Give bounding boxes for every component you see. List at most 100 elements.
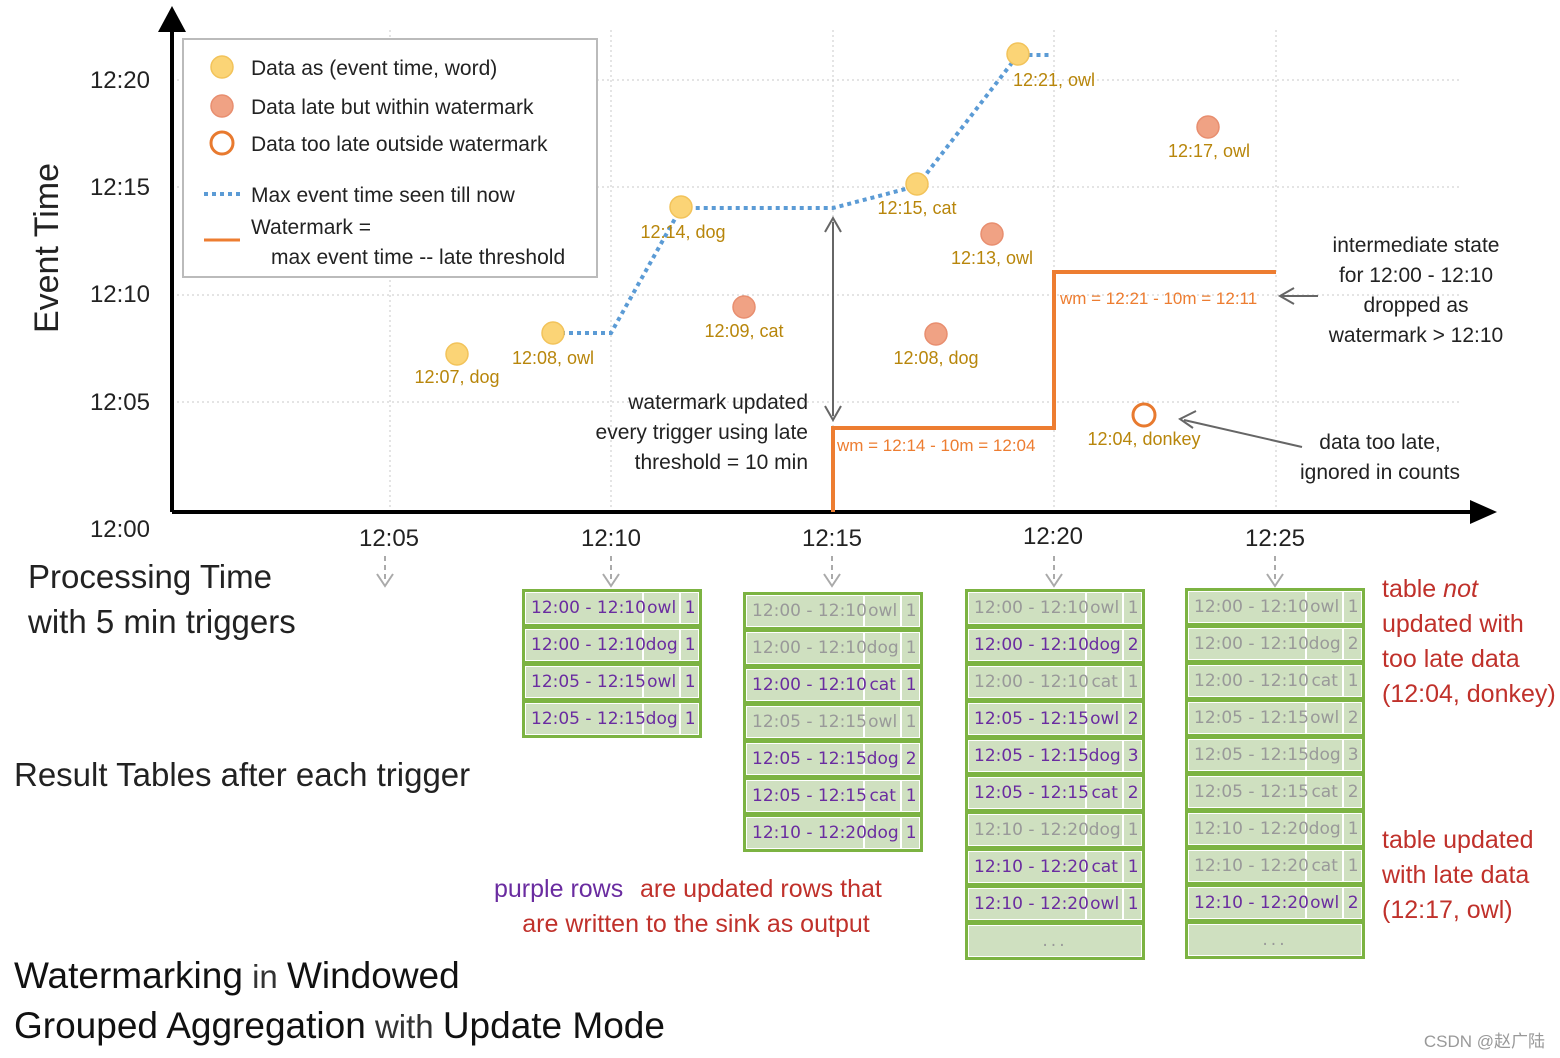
count-cell: 3: [1127, 746, 1139, 766]
point-label: 12:08, dog: [893, 348, 978, 368]
trigger-arrows: [384, 556, 1276, 582]
annotation-intermediate-state: intermediate state: [1333, 234, 1500, 257]
x-tick-label: 12:10: [581, 525, 641, 552]
count-cell: 2: [1347, 893, 1359, 913]
count-cell: 1: [1347, 597, 1359, 617]
count-cell: 1: [1347, 671, 1359, 691]
window-cell: 12:00 - 12:10: [525, 629, 646, 661]
count-cell: 1: [905, 638, 917, 658]
y-tick-label: 12:00: [90, 516, 150, 543]
point-label: 12:17, owl: [1168, 141, 1250, 161]
result-tables-label: Result Tables after each trigger: [14, 756, 470, 793]
count-cell: 1: [684, 598, 696, 618]
data-points: [445, 42, 1220, 428]
window-cell: 12:05 - 12:15: [1188, 702, 1309, 734]
table-row-ellipsis: ...: [1188, 924, 1362, 956]
window-cell: 12:05 - 12:15: [968, 703, 1089, 735]
count-cell: 2: [1127, 783, 1139, 803]
legend-too-late-marker: [209, 130, 235, 156]
window-cell: 12:05 - 12:15: [746, 780, 867, 812]
point-late: [924, 322, 948, 346]
window-cell: 12:00 - 12:10: [1188, 665, 1309, 697]
point-label: 12:21, owl: [1013, 70, 1095, 90]
window-cell: 12:00 - 12:10: [1188, 628, 1309, 660]
word-cell: dog: [1307, 628, 1345, 660]
window-cell: 12:05 - 12:15: [1188, 739, 1309, 771]
count-cell: 1: [684, 709, 696, 729]
window-cell: 12:10 - 12:20: [1188, 887, 1309, 919]
count-cell: 2: [1347, 708, 1359, 728]
legend-label: max event time -- late threshold: [271, 246, 565, 269]
word-cell: owl: [1307, 887, 1345, 919]
legend-label: Data late but within watermark: [251, 96, 534, 119]
trigger-arrowhead: [823, 573, 841, 588]
window-cell: 12:05 - 12:15: [968, 740, 1089, 772]
window-cell: 12:10 - 12:20: [968, 851, 1089, 883]
window-cell: 12:00 - 12:10: [746, 632, 867, 664]
count-cell: 3: [1347, 745, 1359, 765]
point-label: 12:09, cat: [704, 321, 783, 341]
watermark-line: [831, 270, 1276, 512]
table-not-updated-note: (12:04, donkey): [1382, 680, 1556, 708]
point-late: [1196, 115, 1220, 139]
word-cell: dog: [1087, 814, 1125, 846]
word-cell: dog: [865, 743, 903, 775]
word-cell: owl: [865, 595, 903, 627]
word-cell: owl: [644, 592, 682, 624]
point-label: 12:04, donkey: [1087, 429, 1200, 449]
word-cell: dog: [1087, 629, 1125, 661]
window-cell: 12:10 - 12:20: [746, 817, 867, 849]
annotation-intermediate-state: for 12:00 - 12:10: [1339, 264, 1493, 287]
window-cell: 12:10 - 12:20: [1188, 850, 1309, 882]
point-label: 12:15, cat: [877, 198, 956, 218]
x-axis-label: Processing Time: [28, 558, 272, 595]
trigger-arrowhead: [1266, 573, 1284, 588]
count-cell: 1: [905, 675, 917, 695]
word-cell: owl: [1307, 591, 1345, 623]
point-late: [732, 295, 756, 319]
x-axis-label: with 5 min triggers: [27, 603, 296, 640]
legend-label: Data as (event time, word): [251, 57, 497, 80]
trigger-arrowhead: [376, 573, 394, 588]
annotation-too-late: ignored in counts: [1300, 461, 1460, 484]
count-cell: 2: [1127, 635, 1139, 655]
count-cell: 2: [1347, 634, 1359, 654]
source-watermark: CSDN @赵广陆: [1424, 1032, 1545, 1051]
annotation-watermark-updated: threshold = 10 min: [635, 451, 808, 474]
word-cell: cat: [865, 669, 903, 701]
word-cell: dog: [1307, 739, 1345, 771]
point-on-time: [669, 195, 693, 219]
word-cell: owl: [644, 666, 682, 698]
point-label: 12:07, dog: [414, 367, 499, 387]
window-cell: 12:00 - 12:10: [746, 669, 867, 701]
count-cell: 1: [1347, 856, 1359, 876]
legend-late-marker: [210, 94, 234, 118]
window-cell: 12:00 - 12:10: [1188, 591, 1309, 623]
window-cell: 12:05 - 12:15: [746, 706, 867, 738]
annotation-watermark-updated: watermark updated: [627, 391, 808, 414]
word-cell: owl: [1307, 702, 1345, 734]
axes: [158, 6, 1497, 524]
count-cell: 1: [905, 601, 917, 621]
count-cell: 1: [905, 823, 917, 843]
trigger-arrowhead: [1045, 573, 1063, 588]
